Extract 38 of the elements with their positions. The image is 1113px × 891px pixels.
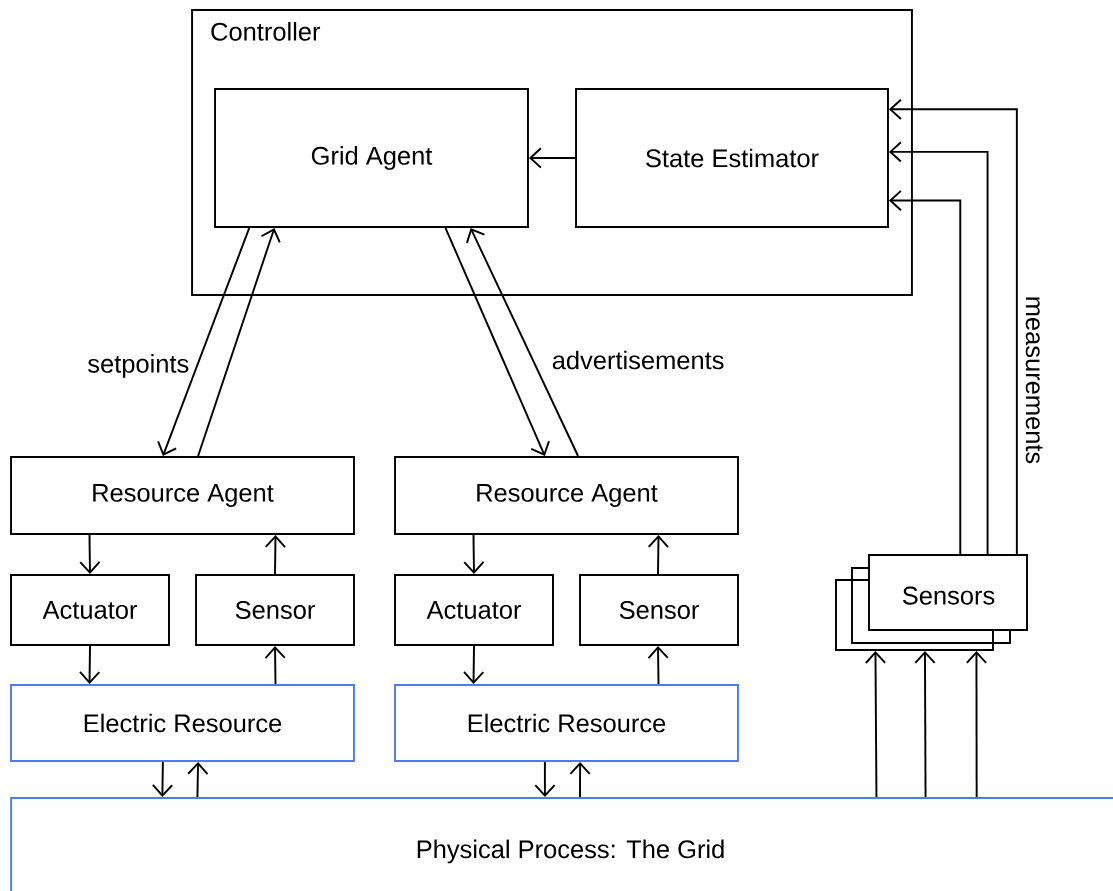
resource-box: Electric Resource (10, 684, 355, 762)
edge-label: advertisements (549, 348, 727, 372)
arrow (864, 650, 887, 798)
arrow (888, 98, 1018, 555)
arrow (888, 189, 962, 555)
arrow (569, 761, 591, 798)
arrow (151, 761, 174, 798)
process-box: Resource Agent (10, 456, 355, 535)
process-box: Actuator (394, 574, 554, 646)
arrow (534, 761, 556, 798)
process-box: Actuator (10, 574, 170, 646)
arrow (647, 534, 669, 575)
arrow (466, 227, 579, 457)
arrow (264, 534, 286, 575)
arrow (965, 650, 988, 798)
arrow (187, 761, 209, 798)
arrow (79, 645, 101, 685)
arrow (264, 645, 286, 685)
sensor-stack: Sensors (835, 554, 1028, 651)
resource-box: Electric Resource (394, 684, 739, 762)
process-band: Physical Process: The Grid (10, 797, 1113, 891)
arrow (647, 645, 669, 685)
arrow (197, 227, 281, 457)
arrow (444, 227, 550, 457)
arrow (79, 534, 101, 575)
arrow (463, 645, 485, 685)
arrow (463, 534, 485, 575)
edge-label: measurements (1024, 294, 1045, 466)
estimator-box: State Estimator (575, 88, 889, 228)
process-box: Resource Agent (394, 456, 739, 535)
edge-label: setpoints (85, 352, 192, 380)
arrow (157, 227, 251, 457)
agent-box: Grid Agent (214, 88, 529, 228)
arrow (914, 650, 936, 798)
process-box: Sensor (195, 574, 355, 646)
arrow (888, 141, 989, 555)
process-box: Sensor (579, 574, 739, 646)
arrow (528, 147, 577, 169)
